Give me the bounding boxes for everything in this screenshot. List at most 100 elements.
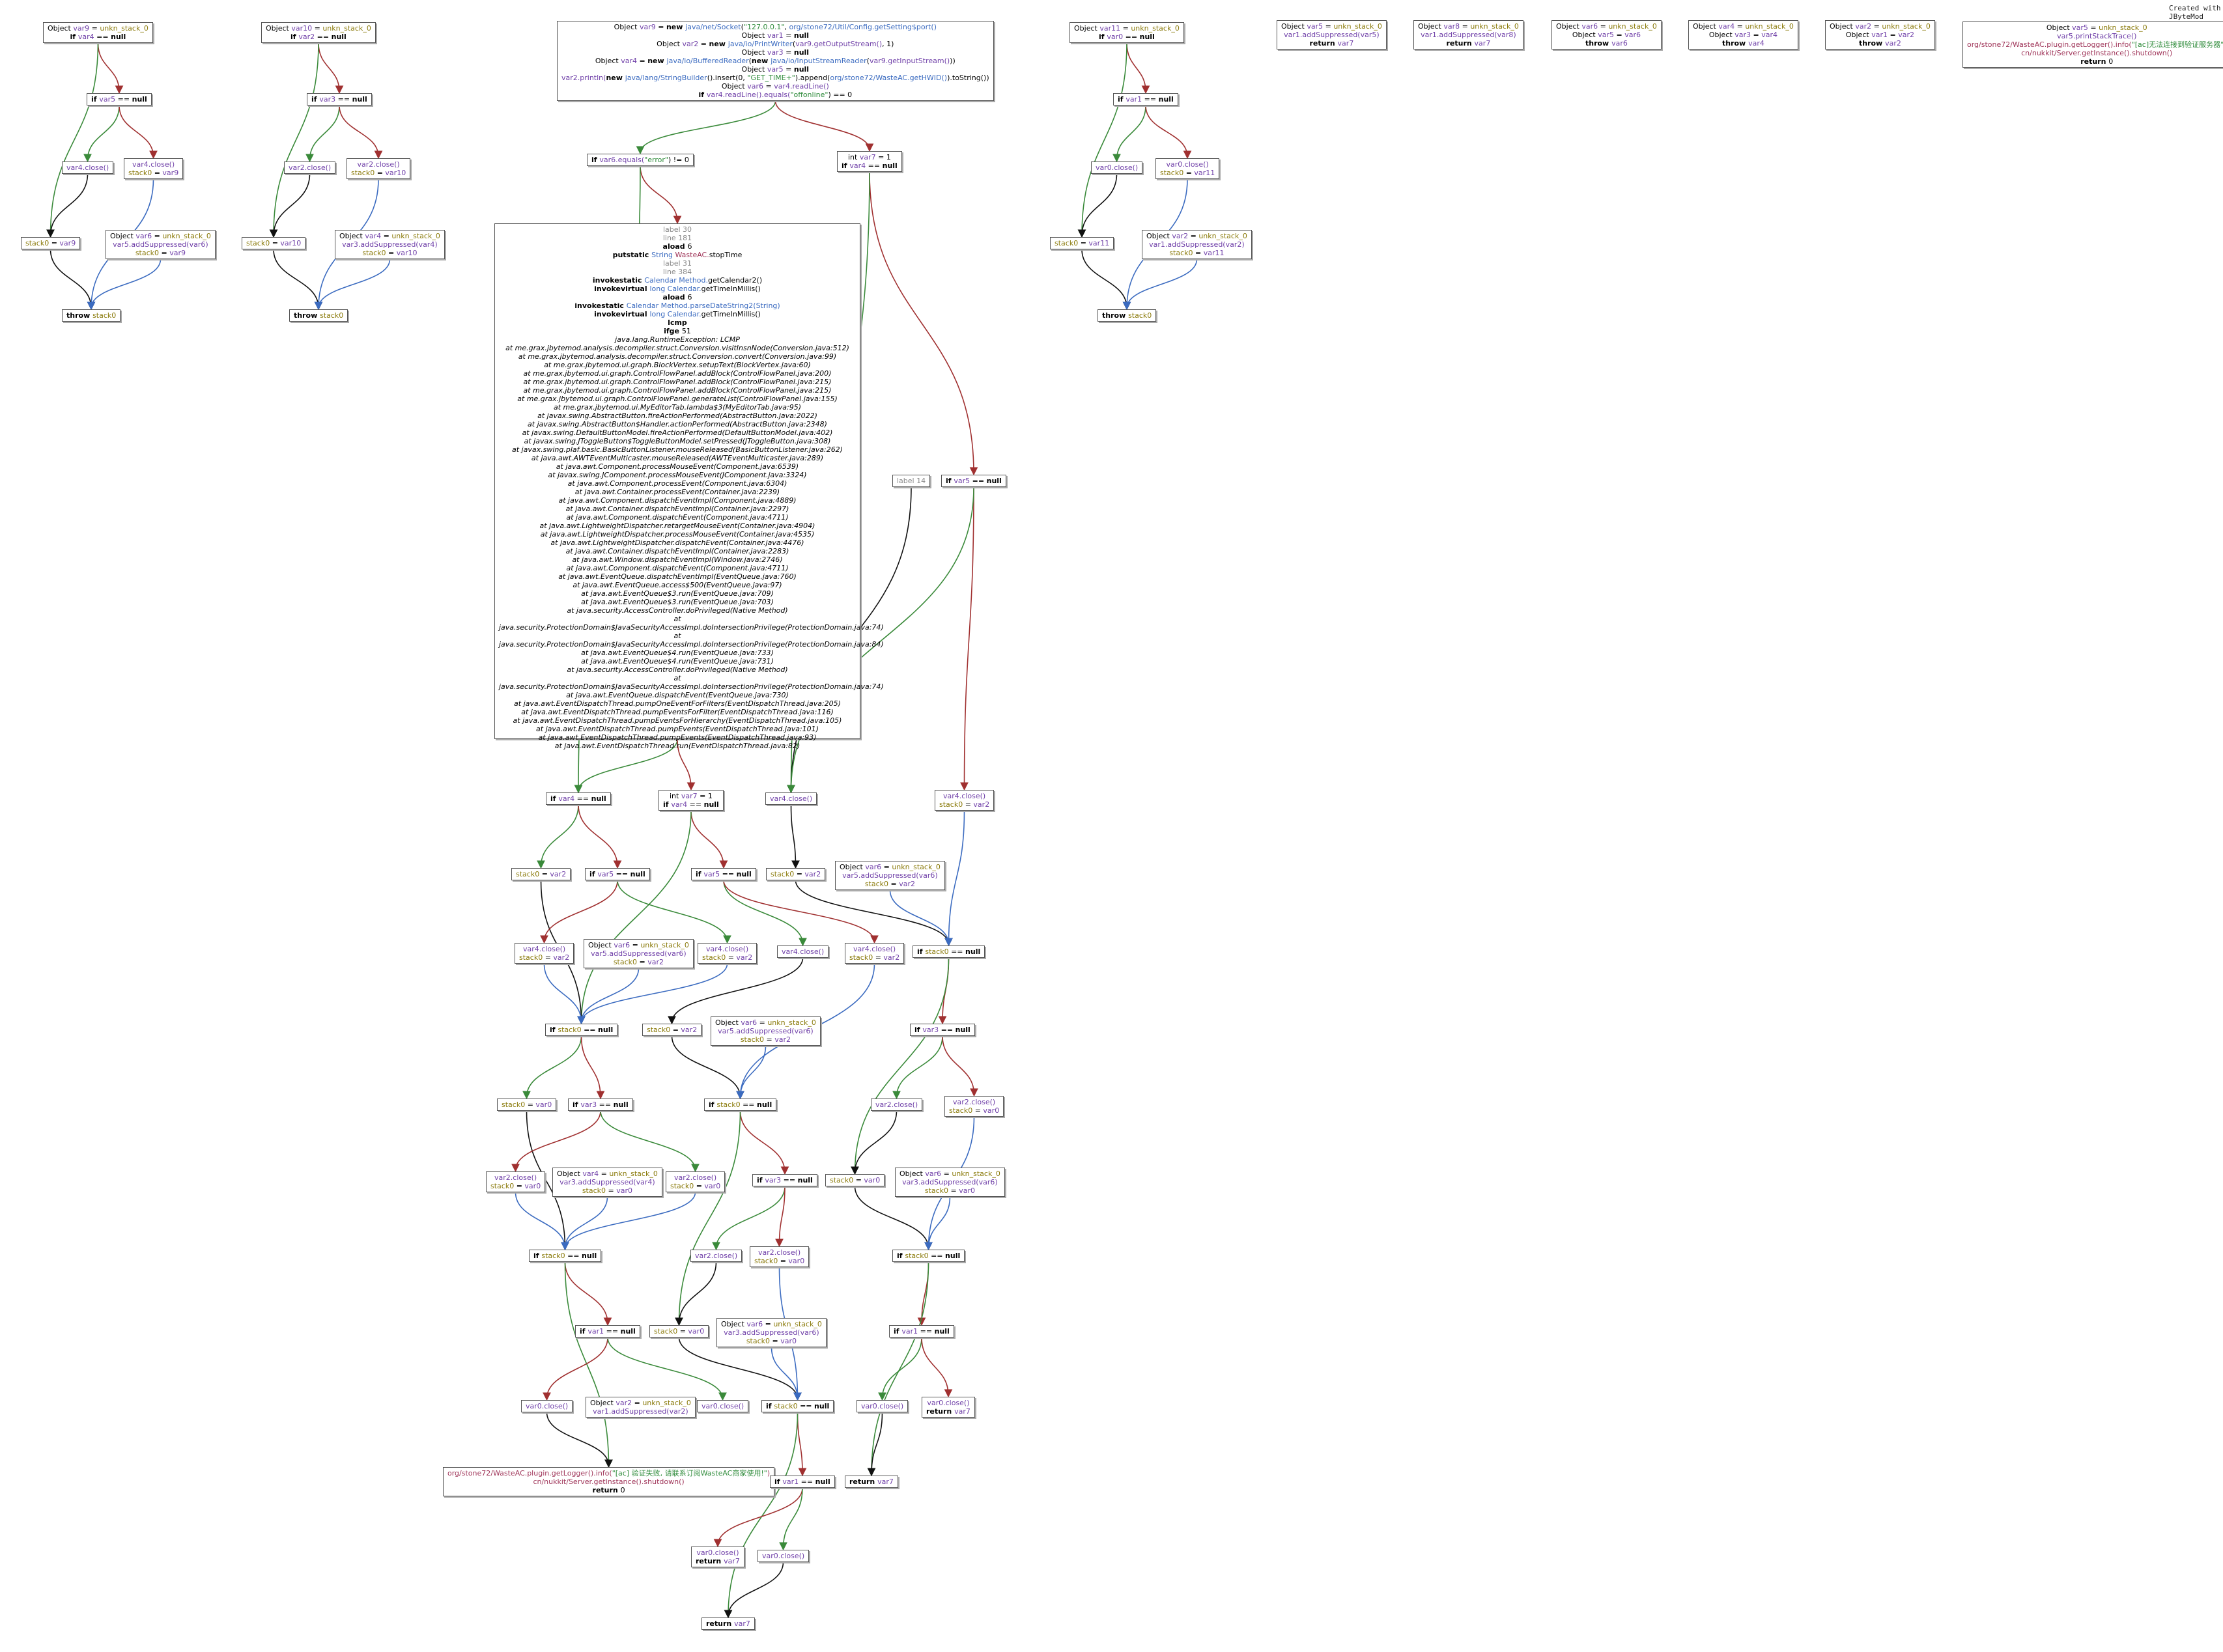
code-token: = (770, 1337, 781, 1345)
graph-node-n53[interactable]: var2.close()stack0 = var0 (750, 1246, 810, 1267)
graph-node-n64[interactable]: var0.close()return var7 (922, 1397, 975, 1418)
graph-edge (546, 1412, 613, 1468)
graph-node-n40[interactable]: stack0 = var0 (497, 1099, 557, 1111)
graph-node-n58[interactable]: if var1 == null (889, 1325, 954, 1337)
code-token: getCalendar2() (708, 276, 763, 285)
graph-node-n54[interactable]: if stack0 == null (892, 1250, 965, 1262)
graph-node-n69[interactable]: var0.close() (758, 1550, 810, 1562)
graph-node-n67[interactable]: return var7 (845, 1476, 898, 1488)
graph-node-n39[interactable]: if var3 == null (910, 1024, 975, 1036)
graph-node-n12[interactable]: stack0 = var10 (242, 237, 306, 249)
graph-node-n23[interactable]: var4.close() (765, 792, 817, 805)
graph-node-n32[interactable]: var4.close()stack0 = var2 (698, 943, 758, 964)
graph-node-n73[interactable]: var0.close() (1091, 161, 1143, 174)
graph-node-n2[interactable]: if var5 == null (87, 93, 152, 105)
graph-node-n16[interactable]: if var6.equals("error") != 0 (587, 154, 694, 166)
graph-node-n47[interactable]: var2.close()stack0 = var0 (666, 1171, 726, 1192)
graph-node-n20[interactable]: if var5 == null (941, 475, 1006, 487)
graph-node-n5[interactable]: stack0 = var9 (21, 237, 81, 249)
graph-node-n51[interactable]: if stack0 == null (529, 1250, 602, 1262)
graph-node-n27[interactable]: if var5 == null (691, 868, 756, 880)
graph-node-n35[interactable]: if stack0 == null (913, 945, 985, 958)
graph-node-n15[interactable]: Object var9 = new java/net/Socket("127.0… (557, 21, 994, 101)
graph-node-n74[interactable]: var0.close()stack0 = var11 (1155, 158, 1220, 179)
graph-node-n72[interactable]: if var1 == null (1113, 93, 1178, 105)
code-token: if (709, 1100, 717, 1109)
graph-node-n24[interactable]: var4.close()stack0 = var2 (935, 790, 995, 811)
node-line: at me.grax.jbytemod.analysis.decompiler.… (499, 344, 856, 352)
graph-node-n21[interactable]: if var4 == null (546, 792, 611, 805)
graph-node-n44[interactable]: var2.close()stack0 = var0 (944, 1096, 1004, 1117)
graph-node-n25[interactable]: stack0 = var2 (511, 868, 571, 880)
graph-node-n37[interactable]: stack0 = var2 (642, 1024, 702, 1036)
graph-node-n34[interactable]: var4.close()stack0 = var2 (845, 943, 905, 964)
graph-node-n59[interactable]: var0.close() (521, 1400, 573, 1412)
code-token: var4.close() (943, 792, 986, 800)
code-token: var2 (774, 1035, 791, 1044)
graph-node-n68[interactable]: var0.close()return var7 (691, 1547, 744, 1567)
node-line: if var5 == null (946, 477, 1002, 485)
graph-node-n48[interactable]: if var3 == null (752, 1174, 817, 1186)
node-line: var5.addSuppressed(var6) (840, 871, 941, 880)
graph-node-n14[interactable]: throw stack0 (289, 309, 348, 322)
graph-node-n66[interactable]: if var1 == null (770, 1476, 835, 1488)
graph-node-n26[interactable]: if var5 == null (585, 868, 650, 880)
graph-node-n70[interactable]: return var7 (701, 1617, 755, 1630)
graph-node-n65[interactable]: org/stone72/WasteAC.plugin.getLogger().i… (443, 1467, 775, 1496)
graph-node-n10[interactable]: var2.close() (284, 161, 336, 174)
graph-node-n3[interactable]: var4.close() (62, 161, 114, 174)
graph-node-n43[interactable]: var2.close() (871, 1099, 923, 1111)
code-token: var0 (616, 1186, 633, 1195)
code-token: stack0 (490, 1182, 515, 1190)
code-token: at java.awt.AWTEventMulticaster.mouseRel… (531, 454, 824, 462)
graph-node-n30[interactable]: var4.close()stack0 = var2 (515, 943, 574, 964)
graph-node-n33[interactable]: var4.close() (777, 945, 829, 958)
graph-node-n61[interactable]: var0.close() (697, 1400, 749, 1412)
graph-node-n4[interactable]: var4.close()stack0 = var9 (124, 158, 184, 179)
graph-node-n41[interactable]: if var3 == null (568, 1099, 633, 1111)
graph-edge (511, 1110, 601, 1173)
graph-node-n55[interactable]: if var1 == null (575, 1325, 640, 1337)
graph-node-n19[interactable]: label 14 (892, 475, 931, 487)
code-token: var2 (553, 953, 570, 962)
graph-node-n56[interactable]: stack0 = var0 (649, 1325, 709, 1337)
graph-node-n45[interactable]: var2.close()stack0 = var0 (486, 1171, 546, 1192)
graph-node-n42[interactable]: if stack0 == null (704, 1099, 777, 1111)
graph-edge (564, 1261, 612, 1326)
graph-node-n36[interactable]: if stack0 == null (545, 1024, 618, 1036)
graph-node-n52[interactable]: var2.close() (690, 1250, 743, 1262)
graph-node-n9[interactable]: if var3 == null (307, 93, 372, 105)
code-token: = (763, 1320, 774, 1328)
graph-node-n11[interactable]: var2.close()stack0 = var10 (347, 158, 411, 179)
graph-node-n49[interactable]: stack0 = var0 (825, 1174, 885, 1186)
graph-edge (636, 100, 776, 155)
graph-node-n62[interactable]: if stack0 == null (761, 1400, 834, 1412)
graph-node-n7[interactable]: throw stack0 (62, 309, 121, 322)
graph-node-n63[interactable]: var0.close() (857, 1400, 909, 1412)
graph-node-n28[interactable]: stack0 = var2 (766, 868, 826, 880)
graph-node-n75[interactable]: stack0 = var11 (1050, 237, 1114, 249)
graph-node-n77[interactable]: throw stack0 (1097, 309, 1157, 322)
